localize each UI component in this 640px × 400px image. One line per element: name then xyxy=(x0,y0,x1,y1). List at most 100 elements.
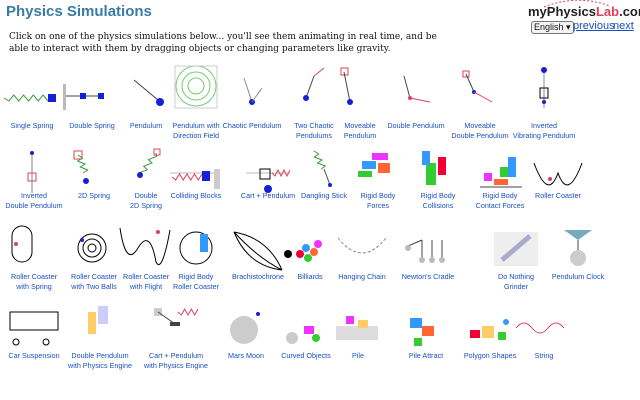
sim-label[interactable]: Cart + Pendulum with Physics Engine xyxy=(134,351,218,371)
intro-text: Click on one of the physics simulations … xyxy=(9,32,437,54)
sim-tile-16[interactable]: Rigid Body Forces xyxy=(348,143,408,223)
sim-label[interactable]: Roller Coaster with Two Balls xyxy=(52,272,136,292)
sim-tile-29[interactable]: Pendulum Clock xyxy=(548,218,608,298)
sim-label[interactable]: Pendulum xyxy=(104,121,188,131)
sim-label[interactable]: Pile Attract xyxy=(384,351,468,361)
sim-label[interactable]: Inverted Vibrating Pendulum xyxy=(502,121,586,141)
sim-label[interactable]: Curved Objects xyxy=(264,351,348,361)
sim-label-line2: with Physics Engine xyxy=(144,361,208,370)
sim-label[interactable]: Chaotic Pendulum xyxy=(210,121,294,131)
sim-label[interactable]: Double Pendulum xyxy=(374,121,458,131)
sim-label[interactable]: Pendulum Clock xyxy=(536,272,620,282)
sim-label[interactable]: Rigid Body Roller Coaster xyxy=(154,272,238,292)
sim-label[interactable]: Rigid Body Collisions xyxy=(396,191,480,211)
sim-tile-9[interactable]: Inverted Vibrating Pendulum xyxy=(513,58,575,140)
sim-tile-3[interactable]: Pendulum with Direction Field xyxy=(166,58,226,140)
sim-label-line1: Colliding Blocks xyxy=(170,191,222,200)
sim-tile-35[interactable]: Pile xyxy=(328,298,388,378)
sim-label-line1: Car Suspension xyxy=(8,351,60,360)
sim-tile-23[interactable]: Rigid Body Roller Coaster xyxy=(166,218,226,298)
sim-tile-24[interactable]: Brachistochrone xyxy=(228,218,288,298)
sim-label[interactable]: String xyxy=(502,351,586,361)
sim-thumbnail-icon xyxy=(170,169,220,189)
sim-tile-4[interactable]: Chaotic Pendulum xyxy=(222,58,282,138)
next-link[interactable]: next xyxy=(613,20,634,32)
sim-label[interactable]: Cart + Pendulum xyxy=(226,191,310,201)
sim-tile-37[interactable]: Polygon Shapes xyxy=(460,298,520,378)
sim-label[interactable]: Moveable Double Pendulum xyxy=(438,121,522,141)
sim-label-line1: Rigid Body xyxy=(178,272,214,281)
sim-label[interactable]: 2D Spring xyxy=(52,191,136,201)
sim-label[interactable]: Roller Coaster xyxy=(516,191,600,201)
sim-label[interactable]: Do Nothing Grinder xyxy=(474,272,558,292)
sim-thumbnail-icon xyxy=(336,316,378,340)
sim-tile-18[interactable]: Rigid Body Contact Forces xyxy=(470,143,530,223)
sim-tile-22[interactable]: Roller Coaster with Flight xyxy=(116,218,176,298)
sim-tile-10[interactable]: Inverted Double Pendulum xyxy=(4,143,64,223)
sim-thumbnail-icon xyxy=(422,151,446,185)
sim-label-line2: Direction Field xyxy=(173,131,219,140)
sim-tile-12[interactable]: Double 2D Spring xyxy=(116,143,176,223)
sim-tile-5[interactable]: Two Chaotic Pendulums xyxy=(284,58,344,140)
sim-label[interactable]: Roller Coaster with Flight xyxy=(104,272,188,292)
sim-tile-36[interactable]: Pile Attract xyxy=(396,298,456,378)
sim-label-line1: Curved Objects xyxy=(281,351,331,360)
sim-label[interactable]: Newton's Cradle xyxy=(386,272,470,282)
sim-tile-6[interactable]: Moveable Pendulum xyxy=(330,58,390,140)
sim-label-line2: Pendulum xyxy=(343,131,377,140)
sim-label[interactable]: Pile xyxy=(316,351,400,361)
sim-label[interactable]: Colliding Blocks xyxy=(154,191,238,201)
language-select[interactable]: English ▾ xyxy=(531,21,574,34)
sim-label[interactable]: Rigid Body Contact Forces xyxy=(458,191,542,211)
sim-label-line1: Double xyxy=(134,191,158,200)
sim-tile-21[interactable]: Roller Coaster with Two Balls xyxy=(64,218,124,298)
sim-label[interactable]: Billiards xyxy=(268,272,352,282)
sim-label[interactable]: Hanging Chain xyxy=(320,272,404,282)
sim-label[interactable]: Two Chaotic Pendulums xyxy=(272,121,356,141)
sim-tile-32[interactable]: Cart + Pendulum with Physics Engine xyxy=(144,298,208,378)
sim-tile-31[interactable]: Double Pendulum with Physics Engine xyxy=(68,298,132,378)
sim-tile-19[interactable]: Roller Coaster xyxy=(528,143,588,223)
sim-label[interactable]: Dangling Stick xyxy=(282,191,366,201)
sim-label[interactable]: Inverted Double Pendulum xyxy=(0,191,76,211)
sim-tile-28[interactable]: Do Nothing Grinder xyxy=(486,218,546,298)
sim-label[interactable]: Double Spring xyxy=(50,121,134,131)
sim-tile-17[interactable]: Rigid Body Collisions xyxy=(408,143,468,223)
sim-label[interactable]: Moveable Pendulum xyxy=(318,121,402,141)
sim-tile-34[interactable]: Curved Objects xyxy=(276,298,336,378)
site-logo[interactable]: myPhysicsLab.com xyxy=(528,0,640,19)
sim-label[interactable]: Polygon Shapes xyxy=(448,351,532,361)
previous-link[interactable]: previous xyxy=(573,20,615,32)
sim-tile-14[interactable]: Cart + Pendulum xyxy=(238,143,298,223)
sim-label[interactable]: Pendulum with Direction Field xyxy=(154,121,238,141)
sim-label-line2: with Two Balls xyxy=(71,282,117,291)
sim-tile-25[interactable]: Billiards xyxy=(280,218,340,298)
sim-thumbnail-icon xyxy=(9,311,59,346)
sim-tile-11[interactable]: 2D Spring xyxy=(64,143,124,223)
sim-tile-1[interactable]: Double Spring xyxy=(62,58,122,138)
sim-label[interactable]: Mars Moon xyxy=(204,351,288,361)
sim-tile-38[interactable]: String xyxy=(514,298,574,378)
sim-label[interactable]: Brachistochrone xyxy=(216,272,300,282)
sim-thumbnail-icon xyxy=(462,70,493,103)
sim-tile-33[interactable]: Mars Moon xyxy=(216,298,276,378)
sim-tile-8[interactable]: Moveable Double Pendulum xyxy=(450,58,510,140)
sim-label[interactable]: Single Spring xyxy=(0,121,74,131)
sim-tile-27[interactable]: Newton's Cradle xyxy=(398,218,458,298)
sim-tile-7[interactable]: Double Pendulum xyxy=(386,58,446,138)
sim-tile-2[interactable]: Pendulum xyxy=(116,58,176,138)
sim-tile-15[interactable]: Dangling Stick xyxy=(294,143,354,223)
sim-label-line1: Single Spring xyxy=(10,121,54,130)
sim-label[interactable]: Rigid Body Forces xyxy=(336,191,420,211)
sim-label[interactable]: Double 2D Spring xyxy=(104,191,188,211)
sim-label[interactable]: Car Suspension xyxy=(0,351,76,361)
sim-label[interactable]: Double Pendulum with Physics Engine xyxy=(58,351,142,371)
sim-label-line1: Cart + Pendulum xyxy=(148,351,204,360)
sim-thumbnail-icon xyxy=(470,319,509,340)
sim-tile-26[interactable]: Hanging Chain xyxy=(332,218,392,298)
sim-tile-30[interactable]: Car Suspension xyxy=(4,298,64,378)
sim-tile-0[interactable]: Single Spring xyxy=(2,58,62,138)
sim-tile-20[interactable]: Roller Coaster with Spring xyxy=(4,218,64,298)
sim-label[interactable]: Roller Coaster with Spring xyxy=(0,272,76,292)
sim-tile-13[interactable]: Colliding Blocks xyxy=(166,143,226,223)
